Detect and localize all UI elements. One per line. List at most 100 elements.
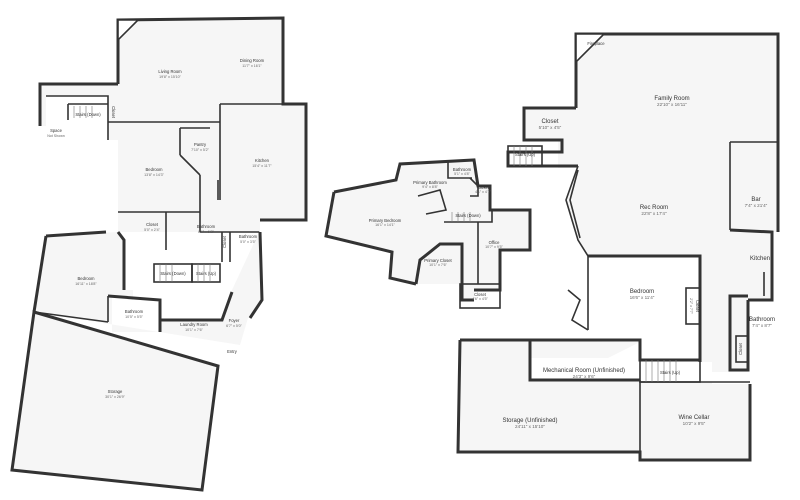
label-stairs-down: Stairs (Down) <box>160 271 186 276</box>
stairs-up-box <box>191 263 221 283</box>
dims-primary-closet: 10'1" x 7'6" <box>429 263 447 267</box>
dims-laundry-room: 10'1" x 7'6" <box>185 328 203 332</box>
dims-space: Not Shown <box>47 134 65 138</box>
dims-bathroom-m: 5'1" x 4'8" <box>454 172 470 176</box>
dims-closet-m1: 4'1" x 4'1" <box>475 190 491 194</box>
dims-wine-cellar: 10'2" x 9'5" <box>683 421 706 426</box>
middle-fill <box>326 160 530 300</box>
stairs-hatch-right <box>513 146 677 382</box>
label-bathroom-a: Bathroom <box>197 224 216 229</box>
label-bathroom-m: Bathroom <box>453 167 472 172</box>
dims-rec-room: 22'8" x 17'4" <box>641 211 667 216</box>
middle-outer-a <box>333 158 532 292</box>
label-stairs-up-r1: Stairs (Up) <box>515 152 536 157</box>
right-outer-bottom <box>456 339 752 462</box>
dims-mechanical-room: 24'3" x 9'6" <box>573 374 596 379</box>
floor-plan-right: Fireplace Family Room 22'10" x 16'11" Cl… <box>456 32 780 462</box>
left-space-wall <box>46 95 109 140</box>
left-lower-fill <box>34 230 262 345</box>
label-space: Space <box>50 128 63 133</box>
label-wine-cellar: Wine Cellar <box>678 415 709 421</box>
left-mid-wall <box>116 231 126 290</box>
storage-wall <box>10 310 220 492</box>
dims-storage: 30'1" x 26'9" <box>105 395 125 399</box>
label-fireplace: Fireplace <box>587 41 605 46</box>
label-primary-bathroom: Primary Bathroom <box>413 180 447 185</box>
dims-closet-r1: 5'10" x 4'5" <box>539 125 562 130</box>
dims-closet-r2: 2'2" x 7'7" <box>689 298 693 314</box>
fireplace-corner-right <box>575 33 606 64</box>
dims-office: 10'7" x 9'5" <box>485 245 503 249</box>
dims-dining-room: 11'7" x 16'1" <box>242 64 262 68</box>
left-outer-wall-b <box>38 82 118 126</box>
middle-outer-b <box>324 191 417 286</box>
label-pantry: Pantry <box>194 142 207 147</box>
dims-closet-m2: 4'6" x 4'5" <box>472 297 488 301</box>
right-outer-top <box>574 32 780 232</box>
closet-r2-box <box>685 287 701 325</box>
dims-primary-bathroom: 9'4" x 8'8" <box>422 185 438 189</box>
dims-bathroom-c: 10'5" x 5'5" <box>125 315 143 319</box>
dims-bedroom-b: 16'11" x 18'8" <box>75 282 97 286</box>
dims-kitchen: 15'4" x 11'7" <box>252 164 272 168</box>
label-bathroom-c: Bathroom <box>125 309 144 314</box>
dims-closet-a: 5'0" x 2'4" <box>144 228 160 232</box>
label-closet-top: Closet <box>111 106 116 119</box>
label-closet-m2: Closet <box>474 292 487 297</box>
dims-bedroom-a: 13'8" x 14'3" <box>144 173 164 177</box>
stairs-hatch-middle <box>451 212 471 222</box>
label-laundry-room: Laundry Room <box>180 322 208 327</box>
label-storage-r: Storage (Unfinished) <box>502 418 557 424</box>
left-bedroom-bottom <box>33 311 109 323</box>
label-bar: Bar <box>751 197 760 203</box>
dims-living-room: 19'8" x 15'10" <box>159 75 181 79</box>
label-family-room: Family Room <box>654 96 689 102</box>
fireplace-corner <box>117 19 140 42</box>
label-foyer: Foyer <box>229 318 240 323</box>
label-kitchen-r: Kitchen <box>750 256 770 262</box>
label-stairs-down-top: Stairs (Down) <box>75 112 101 117</box>
dims-bathroom-r: 7'4" x 8'7" <box>752 323 772 328</box>
label-bedroom-a: Bedroom <box>146 167 164 172</box>
dims-primary-bedroom: 16'1" x 14'1" <box>375 223 395 227</box>
label-rec-room: Rec Room <box>640 205 668 211</box>
dims-family-room: 22'10" x 16'11" <box>657 102 687 107</box>
dims-bar: 7'4" x 21'4" <box>745 203 768 208</box>
closet-m2-box <box>459 283 501 309</box>
wall-bedroom-r <box>588 254 702 362</box>
floor-plan-left: Living Room 19'8" x 15'10" Dining Room 1… <box>10 16 308 492</box>
label-mechanical-room: Mechanical Room (Unfinished) <box>543 368 625 374</box>
dims-bathroom-b: 5'0" x 3'5" <box>240 240 256 244</box>
label-closet-r2: Closet <box>695 300 700 313</box>
storage-fill <box>12 312 218 490</box>
wall-pantry-diag <box>179 154 201 176</box>
closet-m1-wall <box>469 177 479 197</box>
dims-pantry: 7'10" x 5'2" <box>191 148 209 152</box>
label-dining-room: Dining Room <box>240 58 265 63</box>
label-primary-closet: Primary Closet <box>424 258 452 263</box>
left-foyer-right <box>248 231 264 319</box>
stairs-m-wall <box>444 210 493 223</box>
bath-m2-wall <box>447 162 472 179</box>
left-upper-fill <box>40 18 306 232</box>
floor-plan-middle: Primary Bathroom 9'4" x 8'8" Bathroom 5'… <box>324 158 532 309</box>
label-closet-b: Closet <box>222 235 227 248</box>
dims-storage-r: 24'11" x 15'10" <box>515 424 545 429</box>
dims-bathroom-a: 8'6" x 5'2" <box>198 230 214 234</box>
label-stairs-up-r2: Stairs (Up) <box>660 370 681 375</box>
closet-r3-box <box>735 335 749 363</box>
label-closet-r3: Closet <box>738 342 743 355</box>
label-entry: Entry <box>227 349 238 354</box>
right-bay-lower <box>567 289 589 331</box>
bath-m-wall <box>417 189 448 215</box>
laundry-wall <box>160 291 234 322</box>
label-bedroom-b: Bedroom <box>78 276 96 281</box>
label-bathroom-b: Bathroom <box>239 234 258 239</box>
wall-mechanical-left <box>460 338 640 382</box>
label-closet-m1: Closet <box>477 185 490 190</box>
label-primary-bedroom: Primary Bedroom <box>369 218 402 223</box>
label-storage: Storage <box>108 389 123 394</box>
label-bedroom-r: Bedroom <box>630 289 654 295</box>
right-bay-window <box>565 165 589 257</box>
